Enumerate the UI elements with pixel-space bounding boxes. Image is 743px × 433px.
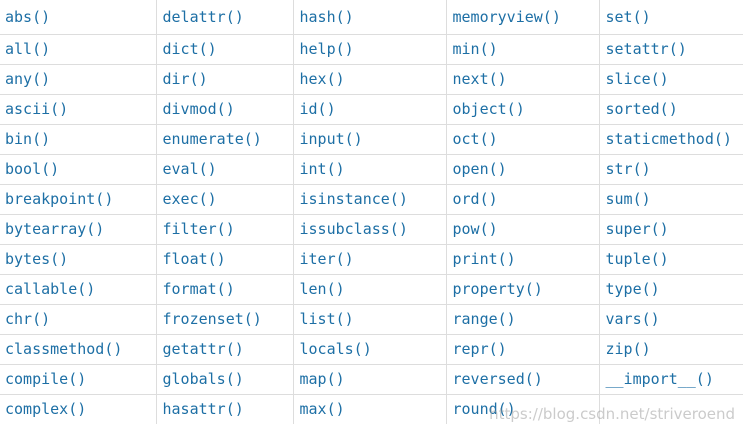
function-cell: divmod() bbox=[156, 94, 294, 125]
function-cell: iter() bbox=[293, 244, 447, 275]
function-cell: locals() bbox=[293, 334, 447, 365]
function-cell: input() bbox=[293, 124, 447, 155]
function-cell: super() bbox=[599, 214, 743, 245]
function-cell: issubclass() bbox=[293, 214, 447, 245]
function-cell: format() bbox=[156, 274, 294, 305]
table-row: bool()eval()int()open()str() bbox=[0, 154, 743, 185]
function-cell: staticmethod() bbox=[599, 124, 743, 155]
function-cell: vars() bbox=[599, 304, 743, 335]
table-row: classmethod()getattr()locals()repr()zip(… bbox=[0, 334, 743, 365]
table-row: any()dir()hex()next()slice() bbox=[0, 64, 743, 95]
function-cell: object() bbox=[446, 94, 600, 125]
function-cell: any() bbox=[0, 64, 157, 95]
table-row: complex()hasattr()max()round() bbox=[0, 394, 743, 424]
function-cell: getattr() bbox=[156, 334, 294, 365]
function-cell: reversed() bbox=[446, 364, 600, 395]
function-cell: abs() bbox=[0, 0, 157, 35]
builtin-functions-table: abs()delattr()hash()memoryview()set()all… bbox=[0, 0, 743, 424]
function-cell: ascii() bbox=[0, 94, 157, 125]
table-row: chr()frozenset()list()range()vars() bbox=[0, 304, 743, 335]
function-cell: isinstance() bbox=[293, 184, 447, 215]
function-cell: delattr() bbox=[156, 0, 294, 35]
function-cell: memoryview() bbox=[446, 0, 600, 35]
function-cell: help() bbox=[293, 34, 447, 65]
builtin-functions-body: abs()delattr()hash()memoryview()set()all… bbox=[0, 0, 743, 424]
function-cell: id() bbox=[293, 94, 447, 125]
function-cell: classmethod() bbox=[0, 334, 157, 365]
function-cell: complex() bbox=[0, 394, 157, 424]
function-cell: float() bbox=[156, 244, 294, 275]
function-cell: hex() bbox=[293, 64, 447, 95]
table-row: abs()delattr()hash()memoryview()set() bbox=[0, 0, 743, 35]
function-cell: globals() bbox=[156, 364, 294, 395]
function-cell: repr() bbox=[446, 334, 600, 365]
table-row: bytearray()filter()issubclass()pow()supe… bbox=[0, 214, 743, 245]
function-cell: hasattr() bbox=[156, 394, 294, 424]
function-cell: filter() bbox=[156, 214, 294, 245]
function-cell: min() bbox=[446, 34, 600, 65]
function-cell: bin() bbox=[0, 124, 157, 155]
function-cell: enumerate() bbox=[156, 124, 294, 155]
table-row: bin()enumerate()input()oct()staticmethod… bbox=[0, 124, 743, 155]
function-cell: breakpoint() bbox=[0, 184, 157, 215]
table-row: ascii()divmod()id()object()sorted() bbox=[0, 94, 743, 125]
function-cell: str() bbox=[599, 154, 743, 185]
function-cell: compile() bbox=[0, 364, 157, 395]
function-cell: all() bbox=[0, 34, 157, 65]
function-cell: print() bbox=[446, 244, 600, 275]
function-cell: dict() bbox=[156, 34, 294, 65]
table-row: breakpoint()exec()isinstance()ord()sum() bbox=[0, 184, 743, 215]
function-cell bbox=[599, 394, 743, 424]
table-row: bytes()float()iter()print()tuple() bbox=[0, 244, 743, 275]
function-cell: bool() bbox=[0, 154, 157, 185]
table-row: callable()format()len()property()type() bbox=[0, 274, 743, 305]
function-cell: len() bbox=[293, 274, 447, 305]
function-cell: oct() bbox=[446, 124, 600, 155]
function-cell: int() bbox=[293, 154, 447, 185]
function-cell: bytes() bbox=[0, 244, 157, 275]
function-cell: sum() bbox=[599, 184, 743, 215]
function-cell: type() bbox=[599, 274, 743, 305]
function-cell: ord() bbox=[446, 184, 600, 215]
table-row: all()dict()help()min()setattr() bbox=[0, 34, 743, 65]
function-cell: chr() bbox=[0, 304, 157, 335]
function-cell: __import__() bbox=[599, 364, 743, 395]
function-cell: next() bbox=[446, 64, 600, 95]
function-cell: map() bbox=[293, 364, 447, 395]
function-cell: zip() bbox=[599, 334, 743, 365]
function-cell: open() bbox=[446, 154, 600, 185]
table-row: compile()globals()map()reversed()__impor… bbox=[0, 364, 743, 395]
function-cell: callable() bbox=[0, 274, 157, 305]
function-cell: range() bbox=[446, 304, 600, 335]
function-cell: tuple() bbox=[599, 244, 743, 275]
function-cell: pow() bbox=[446, 214, 600, 245]
function-cell: hash() bbox=[293, 0, 447, 35]
function-cell: round() bbox=[446, 394, 600, 424]
function-cell: list() bbox=[293, 304, 447, 335]
function-cell: eval() bbox=[156, 154, 294, 185]
function-cell: set() bbox=[599, 0, 743, 35]
function-cell: property() bbox=[446, 274, 600, 305]
function-cell: exec() bbox=[156, 184, 294, 215]
function-cell: sorted() bbox=[599, 94, 743, 125]
function-cell: max() bbox=[293, 394, 447, 424]
function-cell: frozenset() bbox=[156, 304, 294, 335]
function-cell: slice() bbox=[599, 64, 743, 95]
function-cell: bytearray() bbox=[0, 214, 157, 245]
function-cell: setattr() bbox=[599, 34, 743, 65]
function-cell: dir() bbox=[156, 64, 294, 95]
